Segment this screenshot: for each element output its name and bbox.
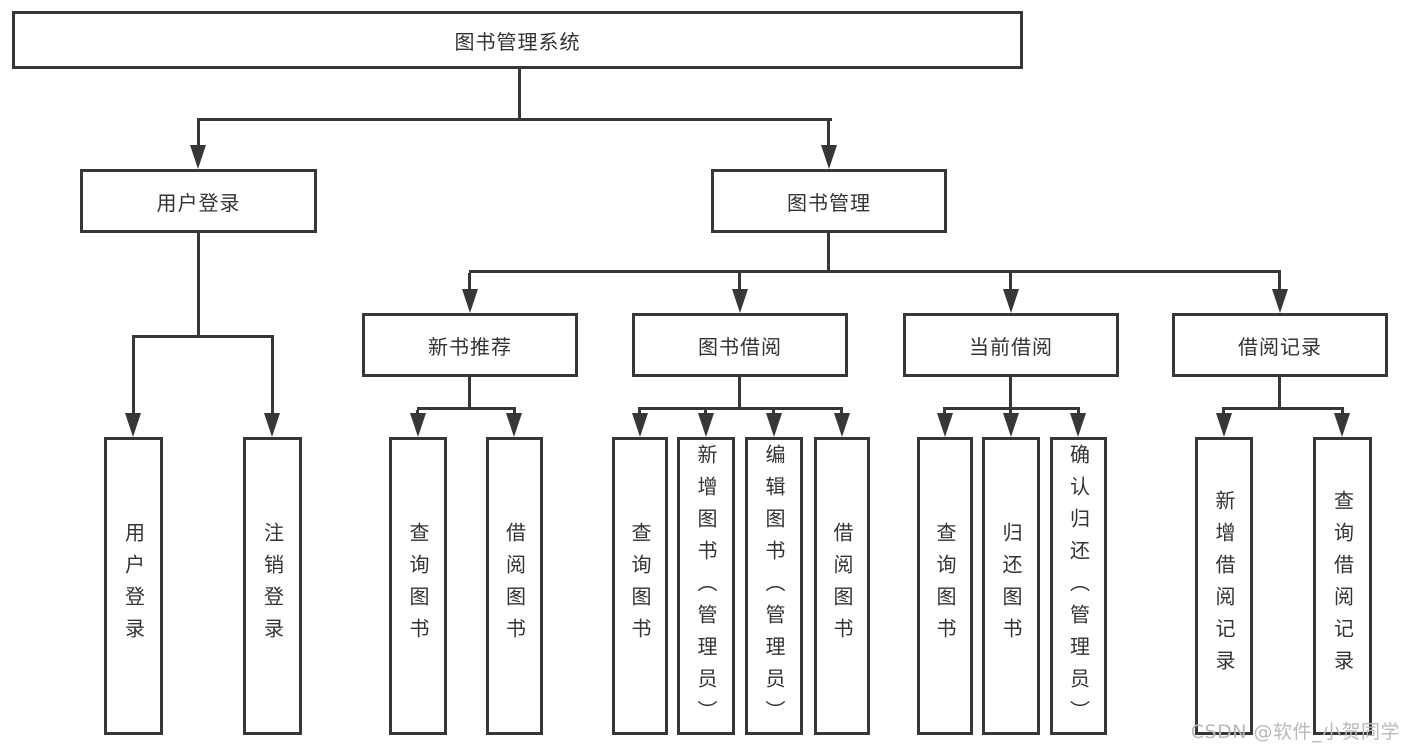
node-leaf-cb-confirm-label: 确认归还（管理员） (1066, 444, 1091, 732)
arrow-to-new-book (462, 289, 478, 313)
node-borrow-record: 借阅记录 (1172, 313, 1388, 377)
node-current-borrow: 当前借阅 (903, 313, 1119, 377)
connector-new-book-drop (468, 273, 471, 291)
connector-user-login-stem (197, 233, 200, 335)
arrow-to-book-borrow (732, 289, 748, 313)
node-leaf-br-query: 查询借阅记录 (1313, 437, 1372, 735)
arrow-to-cb-confirm (1070, 413, 1086, 437)
node-leaf-br-add-label: 新增借阅记录 (1212, 490, 1236, 682)
connector-user-login-drop (197, 121, 200, 147)
connector-new-book-stem (468, 377, 471, 407)
connector-leaf-logout-drop (271, 338, 274, 415)
connector-root-stem (518, 69, 521, 121)
node-leaf-cb-return-label: 归还图书 (999, 522, 1023, 650)
connector-book-borrow-split (638, 407, 843, 410)
node-leaf-bb-query-label: 查询图书 (628, 522, 652, 650)
csdn-watermark: CSDN @软件_小贺同学 (1190, 721, 1400, 743)
node-leaf-bb-edit: 编辑图书（管理员） (745, 437, 803, 735)
node-book-mgmt-label: 图书管理 (787, 190, 871, 215)
arrow-to-book-mgmt (821, 145, 837, 169)
node-leaf-nb-borrow-label: 借阅图书 (502, 522, 527, 650)
arrow-to-cb-query (937, 413, 953, 437)
node-user-login: 用户登录 (80, 169, 317, 233)
node-leaf-bb-borrow: 借阅图书 (814, 437, 870, 735)
node-leaf-bb-query: 查询图书 (612, 437, 668, 735)
arrow-to-nb-borrow (506, 413, 522, 437)
arrow-to-leaf-login (125, 413, 141, 437)
node-leaf-nb-borrow: 借阅图书 (486, 437, 543, 735)
arrow-to-br-add (1216, 413, 1232, 437)
connector-leaf-login-drop (132, 338, 135, 415)
arrow-to-nb-query (410, 413, 426, 437)
arrow-to-bb-edit (766, 413, 782, 437)
node-leaf-logout: 注销登录 (243, 437, 302, 735)
connector-borrow-record-drop (1278, 273, 1281, 291)
node-leaf-bb-borrow-label: 借阅图书 (830, 522, 854, 650)
connector-new-book-split (417, 407, 516, 410)
node-new-book-rec-label: 新书推荐 (428, 334, 512, 359)
node-user-login-label: 用户登录 (156, 190, 241, 215)
connector-book-mgmt-drop (827, 121, 830, 147)
node-leaf-cb-query: 查询图书 (917, 437, 973, 735)
arrow-to-user-login (190, 145, 206, 169)
node-leaf-br-add: 新增借阅记录 (1195, 437, 1253, 735)
node-leaf-cb-return: 归还图书 (982, 437, 1040, 735)
arrow-to-bb-add (698, 413, 714, 437)
node-leaf-bb-edit-label: 编辑图书（管理员） (762, 444, 786, 732)
node-new-book-rec: 新书推荐 (362, 313, 578, 377)
node-leaf-bb-add-label: 新增图书（管理员） (694, 444, 718, 732)
node-leaf-nb-query-label: 查询图书 (406, 522, 430, 650)
connector-current-borrow-stem (1009, 377, 1012, 407)
connector-book-borrow-drop (738, 273, 741, 291)
connector-book-mgmt-split (469, 270, 1281, 273)
node-leaf-user-login: 用户登录 (104, 437, 163, 735)
node-borrow-record-label: 借阅记录 (1238, 334, 1322, 359)
node-root: 图书管理系统 (12, 11, 1023, 69)
node-leaf-cb-confirm: 确认归还（管理员） (1050, 437, 1107, 735)
connector-current-borrow-drop (1009, 273, 1012, 291)
arrow-to-br-query (1334, 413, 1350, 437)
arrow-to-cb-return (1003, 413, 1019, 437)
node-root-label: 图书管理系统 (454, 29, 581, 54)
connector-borrow-record-stem (1278, 377, 1281, 407)
arrow-to-bb-borrow (834, 413, 850, 437)
node-book-borrow: 图书借阅 (632, 313, 848, 377)
connector-book-borrow-stem (738, 377, 741, 407)
arrow-to-bb-query (632, 413, 648, 437)
arrow-to-current-borrow (1003, 289, 1019, 313)
connector-user-login-split (132, 335, 274, 338)
node-leaf-bb-add: 新增图书（管理员） (677, 437, 735, 735)
node-leaf-logout-label: 注销登录 (260, 522, 285, 650)
node-book-borrow-label: 图书借阅 (698, 334, 782, 359)
node-leaf-nb-query: 查询图书 (389, 437, 447, 735)
arrow-to-borrow-record (1272, 289, 1288, 313)
node-book-mgmt: 图书管理 (711, 169, 947, 233)
connector-root-split (197, 118, 832, 121)
node-leaf-br-query-label: 查询借阅记录 (1330, 490, 1355, 682)
connector-book-mgmt-stem (827, 233, 830, 270)
arrow-to-leaf-logout (264, 413, 280, 437)
node-leaf-cb-query-label: 查询图书 (933, 522, 957, 650)
connector-borrow-record-split (1222, 407, 1344, 410)
connector-current-borrow-split (943, 407, 1080, 410)
node-current-borrow-label: 当前借阅 (969, 334, 1053, 359)
node-leaf-user-login-label: 用户登录 (121, 522, 146, 650)
